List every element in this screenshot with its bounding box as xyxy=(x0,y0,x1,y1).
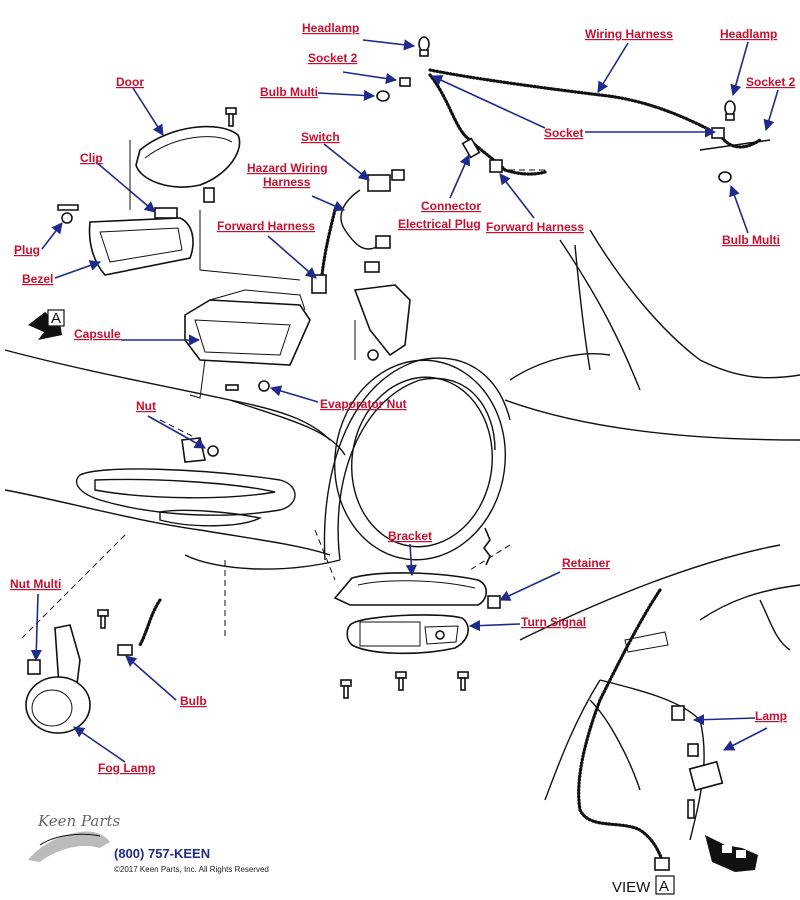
label-forward-harness-right: Forward Harness xyxy=(486,220,584,234)
door-pin xyxy=(203,187,215,203)
forward-harness-connector xyxy=(489,159,503,173)
label-socket: Socket xyxy=(544,126,583,140)
label-turn-signal: Turn Signal xyxy=(521,615,586,629)
keen-parts-logo: Keen Parts xyxy=(28,812,121,862)
headlamp-wiring-assembly xyxy=(376,36,771,183)
label-bulb-multi-left: Bulb Multi xyxy=(260,85,318,99)
label-plug: Plug xyxy=(14,243,40,257)
capsule-bolt xyxy=(225,384,239,391)
label-bulb-multi-right: Bulb Multi xyxy=(722,233,780,247)
label-clip: Clip xyxy=(80,151,103,165)
turn-signal-retainer xyxy=(487,595,501,609)
label-forward-harness-left: Forward Harness xyxy=(217,219,315,233)
label-nut-multi: Nut Multi xyxy=(10,577,61,591)
headlamp-bulb-right xyxy=(724,100,736,121)
turn-signal-screws xyxy=(340,671,469,699)
view-a-marker-rear xyxy=(705,835,758,872)
turn-signal-lamp xyxy=(346,614,469,655)
callout-labels: Headlamp Socket 2 Bulb Multi Wiring Harn… xyxy=(10,21,796,775)
label-hazard-wiring-line1: Hazard Wiring xyxy=(247,161,328,175)
car-body-outline xyxy=(4,140,800,641)
headlamp-capsule xyxy=(184,299,311,366)
switch-harness-assembly xyxy=(311,169,405,294)
label-bulb: Bulb xyxy=(180,694,207,708)
capsule-bracket xyxy=(353,284,411,357)
evaporator-nut xyxy=(258,380,270,392)
label-bezel: Bezel xyxy=(22,272,53,286)
headlamp-switch xyxy=(367,174,391,192)
socket-right xyxy=(711,127,725,139)
logo-brand-text: Keen Parts xyxy=(37,812,121,830)
label-electrical-plug: Electrical Plug xyxy=(398,217,481,231)
door-screw xyxy=(225,107,237,127)
label-retainer: Retainer xyxy=(562,556,610,570)
turn-signal-assembly xyxy=(333,527,501,699)
bracket-nut xyxy=(207,445,219,457)
label-wiring-harness: Wiring Harness xyxy=(585,27,673,41)
turn-signal-spring xyxy=(483,527,491,566)
pointer-arrows xyxy=(30,39,779,763)
turn-signal-bracket xyxy=(333,572,488,606)
bulb-multi-right xyxy=(718,171,732,183)
footer-copyright: ©2017 Keen Parts, Inc. All Rights Reserv… xyxy=(114,865,269,874)
fog-lamp-housing xyxy=(25,676,91,734)
fog-lamp-bulb xyxy=(117,644,133,656)
label-nut: Nut xyxy=(136,399,156,413)
label-fog-lamp: Fog Lamp xyxy=(98,761,155,775)
fog-lamp-assembly xyxy=(25,598,162,734)
socket-2-left xyxy=(399,77,411,87)
label-bracket: Bracket xyxy=(388,529,432,543)
connector-plug xyxy=(461,137,481,159)
bracket-clip xyxy=(364,261,380,273)
view-a-marker-front: A xyxy=(28,309,65,340)
bezel-plug xyxy=(61,212,73,224)
view-a-caption-letter: A xyxy=(659,878,669,895)
label-headlamp-left: Headlamp xyxy=(302,21,359,35)
label-headlamp-right: Headlamp xyxy=(720,27,777,41)
capsule-nut xyxy=(367,349,379,361)
fog-lamp-nut-multi xyxy=(27,659,41,675)
label-capsule: Capsule xyxy=(74,327,121,341)
headlamp-door xyxy=(135,125,241,188)
view-a-rear-assembly xyxy=(519,544,800,871)
headlamp-bulb-left xyxy=(418,36,430,57)
label-switch: Switch xyxy=(301,130,340,144)
rear-lamp-unit xyxy=(688,760,724,792)
footer-phone: (800) 757-KEEN xyxy=(114,846,210,861)
forward-harness-plug xyxy=(311,274,327,294)
label-socket2-left: Socket 2 xyxy=(308,51,358,65)
label-socket2-right: Socket 2 xyxy=(746,75,796,89)
bezel-screw xyxy=(57,204,79,211)
label-lamp: Lamp xyxy=(755,709,787,723)
label-connector: Connector xyxy=(421,199,481,213)
label-hazard-wiring-line2: Harness xyxy=(263,175,311,189)
bulb-multi-left xyxy=(376,90,390,102)
headlamp-clip xyxy=(154,207,178,219)
label-evaporator-nut: Evaporator Nut xyxy=(320,397,407,411)
view-a-letter: A xyxy=(51,310,61,327)
headlamp-door-assembly xyxy=(57,107,411,463)
fog-lamp-screw xyxy=(97,609,109,617)
label-door: Door xyxy=(116,75,144,89)
view-a-caption: VIEW xyxy=(612,879,651,896)
